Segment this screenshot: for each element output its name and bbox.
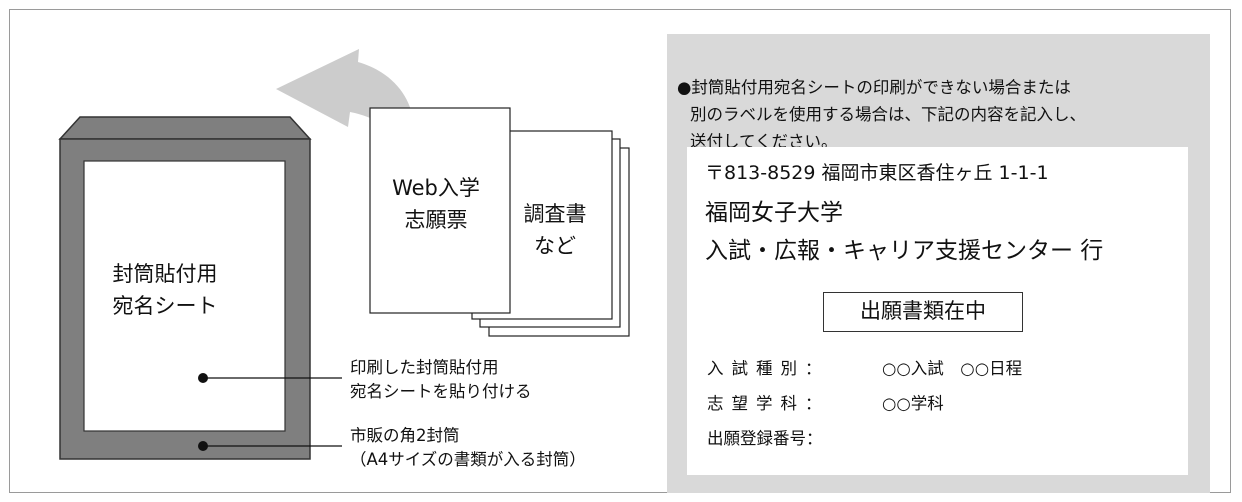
- sheet-callout-line2: 宛名シートを貼り付ける: [350, 382, 532, 401]
- curved-arrow-icon: [276, 49, 415, 152]
- envelope-callout-line1: 市販の角2封筒: [350, 426, 460, 445]
- envelope-flap: [58, 116, 312, 140]
- address-sheet: [83, 160, 286, 432]
- field-label: 入試種別：: [707, 359, 830, 378]
- notice-line1: ●封筒貼付用宛名シートの印刷ができない場合または: [677, 78, 1071, 97]
- envelope-callout-text: 市販の角2封筒 （A4サイズの書類が入る封筒）: [350, 424, 586, 472]
- field-label: 出願登録番号：: [707, 429, 823, 448]
- university-name: 福岡女子大学: [705, 200, 843, 226]
- field-row-registration: 出願登録番号：: [707, 427, 882, 451]
- document-web: [369, 107, 511, 314]
- notice-text: ●封筒貼付用宛名シートの印刷ができない場合または 別のラベルを使用する場合は、下…: [677, 74, 1197, 155]
- postal-address: 〒813-8529 福岡市東区香住ヶ丘 1-1-1: [705, 162, 1049, 184]
- field-value: ○○入試 ○○日程: [882, 359, 1023, 378]
- envelope-sheet-label: 封筒貼付用 宛名シート: [90, 258, 240, 322]
- sheet-callout-line1: 印刷した封筒貼付用: [350, 358, 499, 377]
- address-card: [687, 147, 1188, 475]
- department-name: 入試・広報・キャリア支援センター 行: [705, 238, 1104, 264]
- web-label-line1: Web入学: [392, 176, 480, 200]
- web-label-line2: 志願票: [404, 208, 468, 232]
- transcript-label: 調査書 など: [509, 198, 601, 262]
- chosa-label-line1: 調査書: [523, 202, 587, 226]
- field-row-department: 志望学科： ○○学科: [707, 392, 944, 416]
- notice-line3: 送付してください。: [690, 132, 838, 151]
- chosa-label-line2: など: [534, 234, 576, 258]
- sheet-callout-text: 印刷した封筒貼付用 宛名シートを貼り付ける: [350, 356, 532, 404]
- envelope-callout-line2: （A4サイズの書類が入る封筒）: [350, 450, 586, 469]
- field-row-exam-type: 入試種別： ○○入試 ○○日程: [707, 357, 1022, 381]
- envelope-label-line1: 封筒貼付用: [112, 262, 218, 286]
- notice-line2: 別のラベルを使用する場合は、下記の内容を記入し、: [690, 105, 1086, 124]
- envelope-label-line2: 宛名シート: [112, 294, 218, 318]
- field-value: ○○学科: [882, 394, 944, 413]
- web-application-label: Web入学 志願票: [370, 172, 502, 236]
- field-label: 志望学科：: [707, 394, 830, 413]
- enclosed-stamp: 出願書類在中: [823, 292, 1023, 332]
